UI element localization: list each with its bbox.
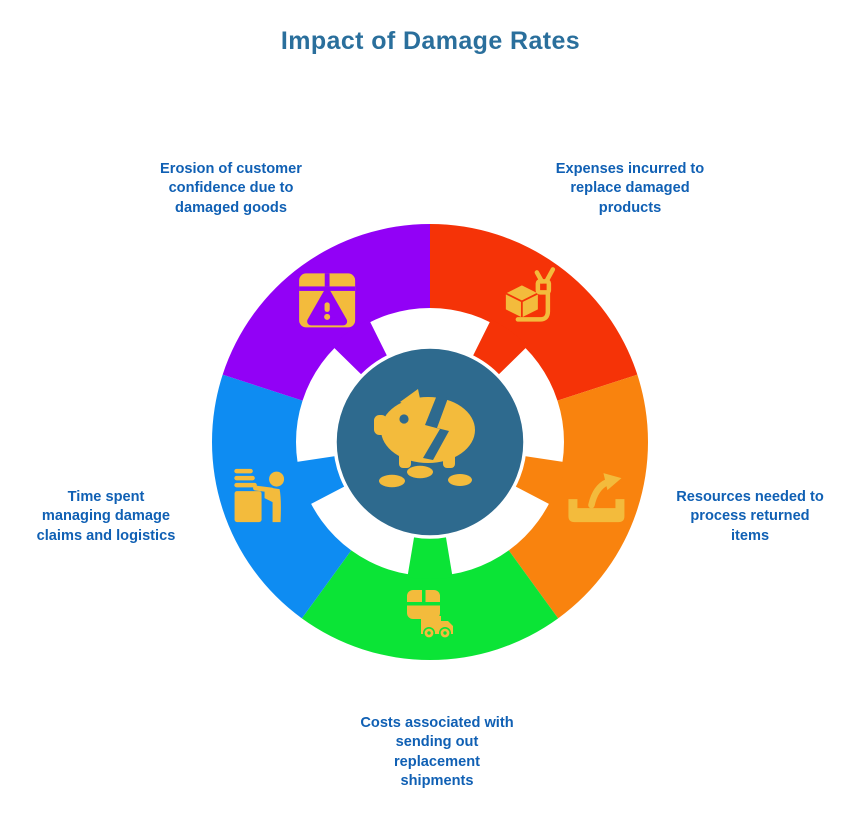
- hand-truck-icon: [505, 267, 556, 322]
- return-tray-icon: [568, 473, 625, 523]
- delivery-truck-icon: [407, 590, 453, 639]
- label-customer-confidence: Erosion of customer confidence due to da…: [160, 161, 302, 216]
- label-claims-management: Time spent managing damage claims and lo…: [36, 489, 176, 544]
- page-title: Impact of Damage Rates: [280, 27, 581, 55]
- broken-piggy-bank-icon: [374, 389, 475, 488]
- segment-returns-processing: [508, 374, 649, 619]
- segment-claims-management: [212, 374, 352, 619]
- damage-cost-hub: [333, 345, 527, 539]
- damaged-box-icon: [299, 273, 356, 328]
- claims-desk-icon: [234, 468, 285, 523]
- label-replacement-expenses: Expenses incurred to replace damaged pro…: [555, 161, 705, 216]
- label-returns-processing: Resources needed to process returned ite…: [676, 489, 824, 544]
- label-replacement-shipments: Costs associated with sending out replac…: [360, 715, 514, 790]
